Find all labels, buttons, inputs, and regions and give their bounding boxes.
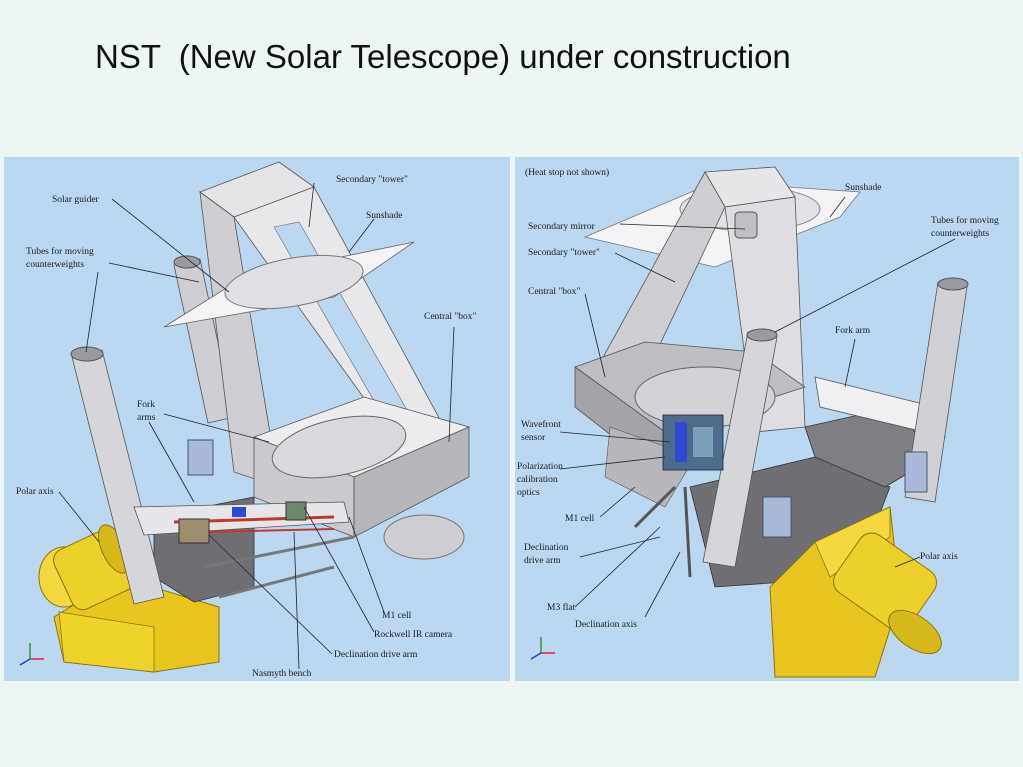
optics-assembly <box>633 414 792 578</box>
label-heat-stop-note: (Heat stop not shown) <box>525 167 609 178</box>
label-declination-axis: Declination axis <box>575 620 637 630</box>
label-secondary-tower: Secondary "tower" <box>336 175 408 185</box>
telescope-diagram-left: Secondary "tower" Solar guider Sunshade … <box>4 157 510 681</box>
polar-axis-mount <box>769 506 942 678</box>
slide-title: NST (New Solar Telescope) under construc… <box>95 38 791 75</box>
label-secondary-mirror: Secondary mirror <box>528 222 596 232</box>
label-polar-axis: Polar axis <box>920 552 958 562</box>
label-nasmyth-bench: Nasmyth bench <box>252 669 312 679</box>
label-sunshade: Sunshade <box>366 211 402 221</box>
label-central-box: Central "box" <box>424 312 476 322</box>
label-secondary-tower: Secondary "tower" <box>528 248 600 258</box>
leader-lines <box>559 196 956 618</box>
leader-lines <box>58 182 455 670</box>
label-fork-arm: Fork arm <box>835 326 871 336</box>
label-declination-line2: drive arm <box>524 556 561 566</box>
label-m1-cell: M1 cell <box>565 514 595 524</box>
label-m3-flat: M3 flat <box>547 602 576 613</box>
label-polar-axis: Polar axis <box>16 487 54 497</box>
label-fork-line2: arms <box>137 413 156 423</box>
label-declination-drive-arm: Declination drive arm <box>334 650 418 660</box>
label-wavefront-line1: Wavefront <box>521 419 561 430</box>
telescope-render-right: (Heat stop not shown) Sunshade Secondary… <box>517 166 999 678</box>
label-tubes-line1: Tubes for moving <box>931 215 999 226</box>
central-box <box>252 396 471 560</box>
label-wavefront-line2: sensor <box>521 433 546 443</box>
counterweight-tubes <box>702 277 969 568</box>
label-declination-line1: Declination <box>524 543 569 553</box>
label-polarization-line2: calibration <box>517 475 558 485</box>
label-m1-cell: M1 cell <box>382 611 412 621</box>
nasmyth-bench <box>133 439 355 599</box>
label-central-box: Central "box" <box>528 287 580 297</box>
label-tubes-line1: Tubes for moving <box>26 246 94 257</box>
secondary-tower <box>594 166 806 433</box>
sunshade <box>163 241 415 328</box>
label-polarization-line3: optics <box>517 488 540 498</box>
telescope-render-left: Secondary "tower" Solar guider Sunshade … <box>16 161 476 679</box>
polar-axis-mount <box>38 524 220 673</box>
label-solar-guider: Solar guider <box>52 195 100 205</box>
label-rockwell-ir-camera: Rockwell IR camera <box>374 630 453 640</box>
label-fork-line1: Fork <box>137 400 155 410</box>
telescope-diagram-right: (Heat stop not shown) Sunshade Secondary… <box>515 157 1019 681</box>
label-tubes-line2: counterweights <box>26 260 84 270</box>
label-tubes-line2: counterweights <box>931 229 989 239</box>
label-sunshade: Sunshade <box>845 183 881 193</box>
axis-triad-icon <box>530 637 555 660</box>
label-polarization-line1: Polarization <box>517 462 563 472</box>
axis-triad-icon <box>19 643 44 666</box>
